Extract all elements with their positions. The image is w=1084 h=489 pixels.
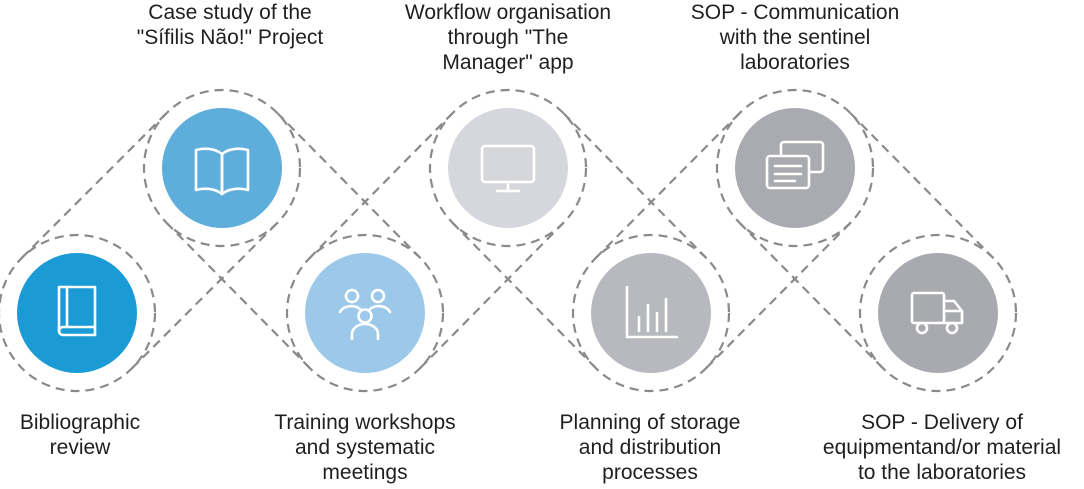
connector-line <box>562 112 708 260</box>
book-icon <box>57 285 97 337</box>
step-label-sop-delivery: SOP - Delivery of equipmentand/or materi… <box>822 411 1062 484</box>
dashed-ring <box>142 88 302 248</box>
connector-line <box>738 221 884 369</box>
step-node-case-study <box>142 88 302 248</box>
step-circle <box>448 108 568 228</box>
step-circle <box>17 253 137 373</box>
people-icon <box>338 288 392 341</box>
step-label-workflow-organisation: Workflow organisation through "The Manag… <box>404 1 612 74</box>
step-circle <box>591 253 711 373</box>
bar-chart-icon <box>625 285 679 339</box>
step-node-sop-communication <box>715 88 875 248</box>
step-circle <box>305 253 425 373</box>
connector-line <box>594 112 741 259</box>
step-node-training-workshops <box>285 233 445 393</box>
connector-line <box>276 112 422 260</box>
connector-line <box>308 112 454 260</box>
open-book-icon <box>194 147 250 196</box>
dashed-ring <box>858 233 1018 393</box>
truck-icon <box>910 291 964 335</box>
dashed-ring <box>571 233 731 393</box>
messages-icon <box>765 140 825 190</box>
step-node-sop-delivery <box>858 233 1018 393</box>
dashed-ring <box>428 88 588 248</box>
dashed-ring <box>715 88 875 248</box>
connector-line <box>21 112 168 259</box>
step-label-planning-storage: Planning of storage and distribution pro… <box>559 411 741 484</box>
connector-line <box>165 221 311 369</box>
step-label-sop-communication: SOP - Communication with the sentinel la… <box>690 1 900 74</box>
step-node-planning-storage <box>571 233 731 393</box>
dashed-connectors <box>21 112 995 369</box>
step-label-case-study: Case study of the "Sífilis Não!" Project <box>136 1 324 49</box>
connector-line <box>849 112 995 260</box>
connector-line <box>705 222 852 369</box>
step-node-bibliographic-review <box>0 233 157 393</box>
step-label-training-workshops: Training workshops and systematic meetin… <box>274 411 456 484</box>
connector-line <box>451 221 597 369</box>
dashed-ring <box>285 233 445 393</box>
step-label-bibliographic-review: Bibliographic review <box>19 411 141 459</box>
dashed-ring <box>0 233 157 393</box>
connector-line <box>131 222 278 369</box>
step-node-workflow-organisation <box>428 88 588 248</box>
connector-line <box>419 221 565 369</box>
step-circle <box>878 253 998 373</box>
monitor-icon <box>480 144 536 193</box>
